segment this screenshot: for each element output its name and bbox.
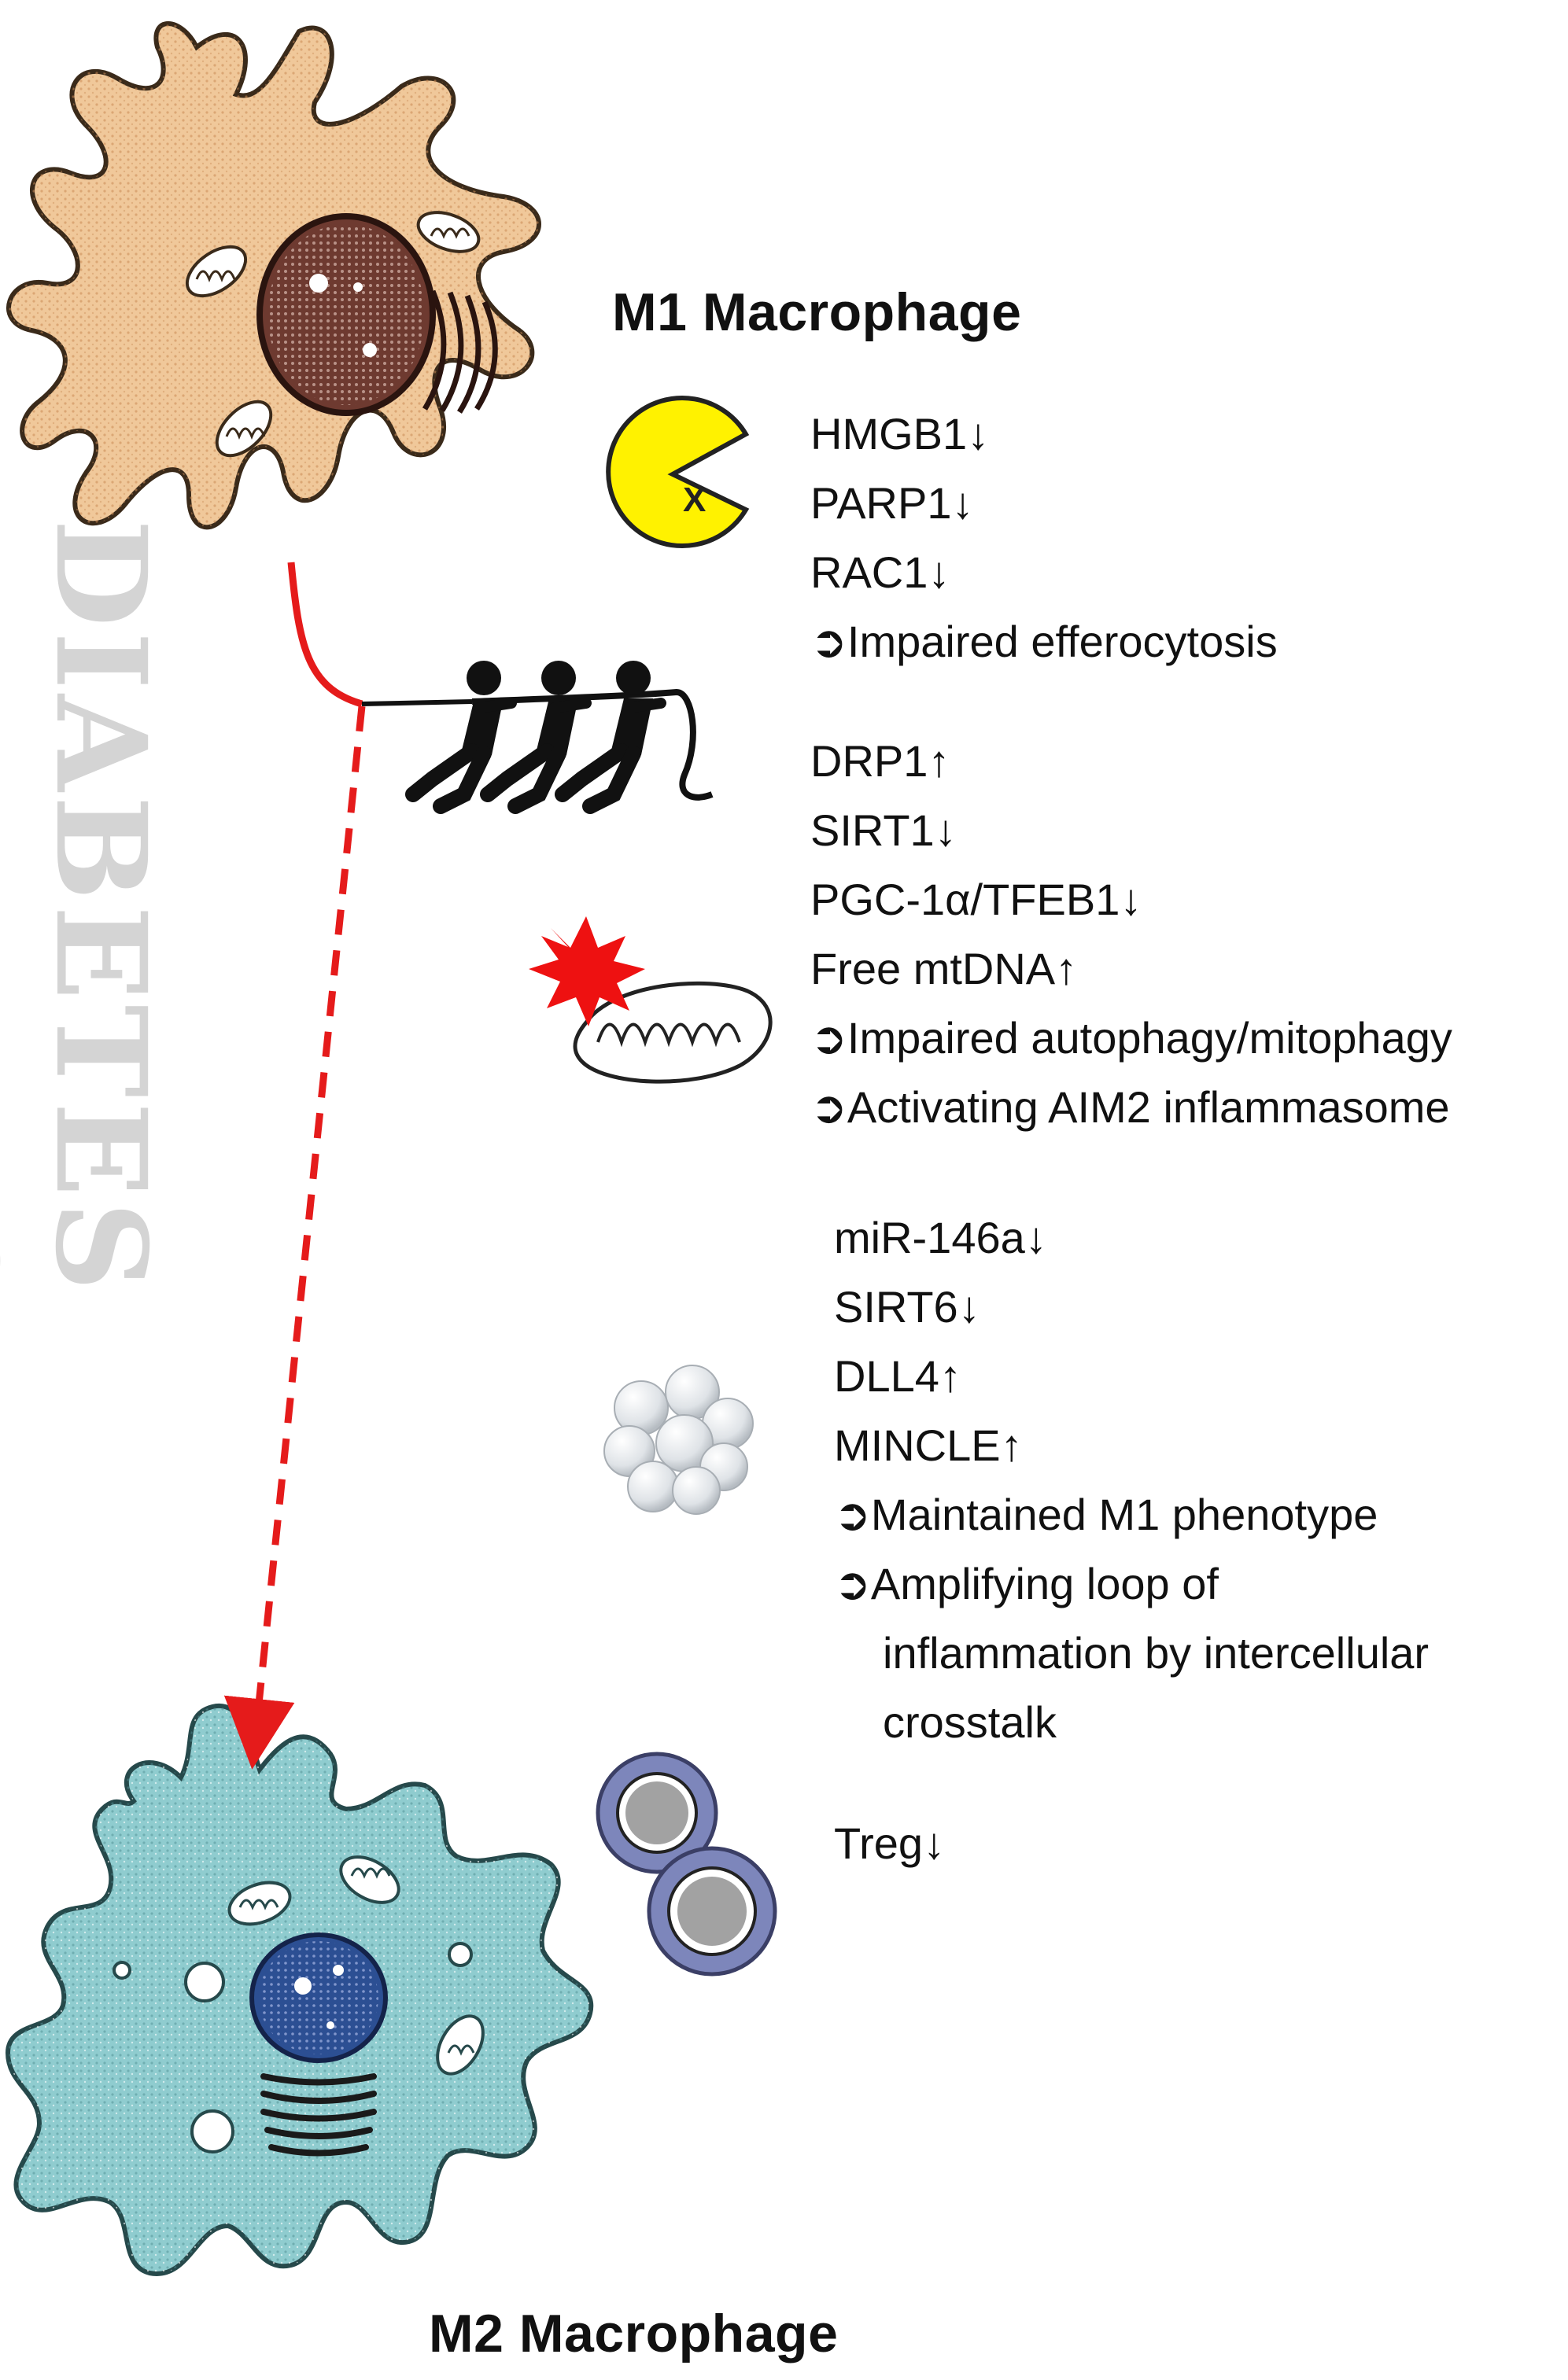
marker-pgc1a-tfeb1: PGC-1α/TFEB1↓ [810,875,1142,924]
marker-treg: Treg↓ [834,1818,946,1868]
crosstalk-markers: miR-146a↓ SIRT6↓ DLL4↑ MINCLE↑ ➲Maintain… [834,1203,1432,1757]
exosome-cluster-icon [603,1365,754,1515]
marker-free-mtdna: Free mtDNA↑ [810,944,1078,993]
watermark-text: DIABETES MELLITUS [0,519,173,1313]
result-amplifying-loop: ➲Amplifying loop of inflammation by inte… [834,1559,1430,1747]
m2-title: M2 Macrophage [429,2304,839,2363]
marker-sirt6: SIRT6↓ [834,1282,980,1332]
result-aim2-inflammasome: ➲Activating AIM2 inflammasome [810,1082,1450,1132]
result-impaired-autophagy: ➲Impaired autophagy/mitophagy [810,1013,1452,1063]
treg-markers: Treg↓ [834,1809,945,1878]
tug-of-war-icon [405,661,714,814]
m1-macrophage-icon [6,21,541,530]
mitochondria-markers: DRP1↑ SIRT1↓ PGC-1α/TFEB1↓ Free mtDNA↑ ➲… [810,727,1550,1142]
damaged-mitochondrion-icon [529,916,773,1084]
marker-mincle: MINCLE↑ [834,1420,1023,1470]
transition-arrow [223,562,473,1770]
marker-mir146a: miR-146a↓ [834,1213,1047,1262]
pacman-mark: X [683,481,706,519]
marker-parp1: PARP1↓ [810,478,974,528]
marker-dll4: DLL4↑ [834,1351,961,1401]
marker-rac1: RAC1↓ [810,547,950,597]
marker-drp1: DRP1↑ [810,736,950,786]
pacman-icon: X [606,396,750,548]
treg-cells-icon [596,1752,777,1977]
marker-hmgb1: HMGB1↓ [810,409,990,459]
result-impaired-efferocytosis: ➲Impaired efferocytosis [810,617,1278,666]
m1-title: M1 Macrophage [612,282,1022,342]
result-maintained-m1: ➲Maintained M1 phenotype [834,1490,1378,1539]
m2-macrophage-icon [5,1703,594,2276]
marker-sirt1: SIRT1↓ [810,805,957,855]
efferocytosis-markers: HMGB1↓ PARP1↓ RAC1↓ ➲Impaired efferocyto… [810,400,1278,676]
